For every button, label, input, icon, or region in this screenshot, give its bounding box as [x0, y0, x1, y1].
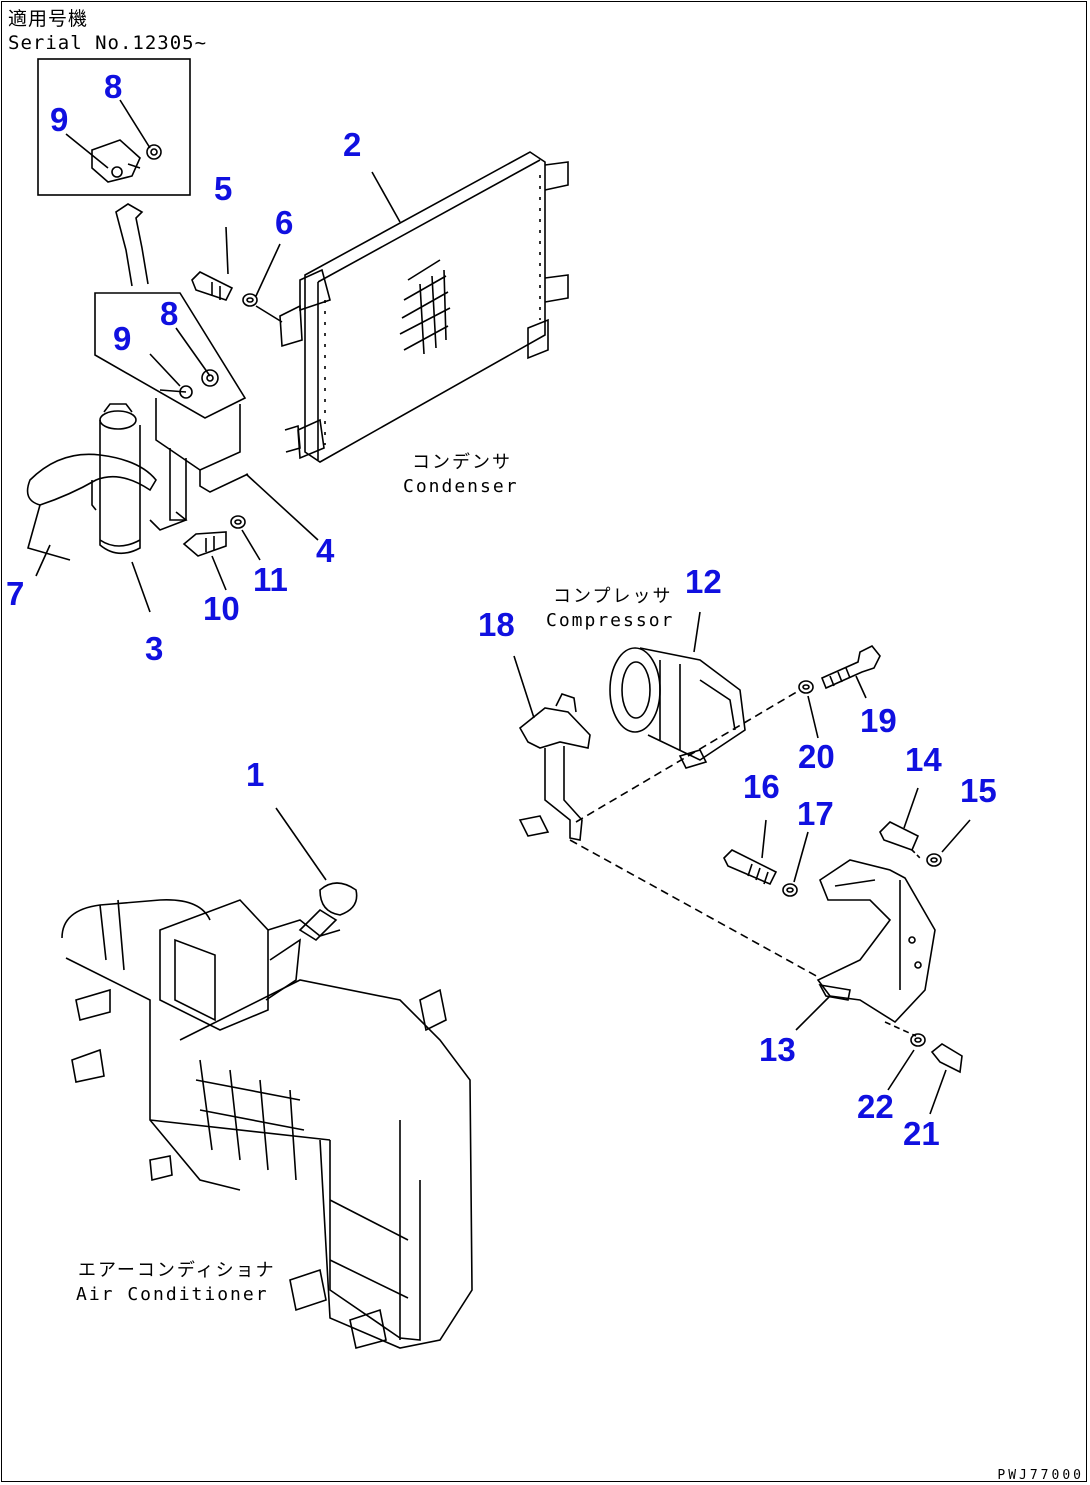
- compressor-bracket-18: [518, 693, 591, 841]
- callout-14: 14: [905, 741, 942, 778]
- bolt-10: [182, 531, 227, 557]
- drawing-code: PWJ77000: [997, 1468, 1084, 1483]
- aircon-caption-en: Air Conditioner: [76, 1284, 269, 1305]
- callout-20: 20: [798, 738, 835, 775]
- bolt-19: [820, 644, 881, 690]
- compressor-caption-jp: コンプレッサ: [553, 586, 673, 607]
- callout-2: 2: [343, 126, 362, 163]
- condenser-unit: [279, 151, 569, 463]
- callout-18: 18: [478, 606, 515, 643]
- bolt-21: [930, 1043, 963, 1074]
- washer-17: [782, 883, 798, 897]
- callout-12: 12: [685, 563, 722, 600]
- applicable-label-jp: 適用号機: [8, 8, 89, 30]
- callout-9: 9: [113, 320, 132, 357]
- compressor-unit: [609, 647, 746, 769]
- bolt-16: [723, 849, 778, 886]
- aircon-caption-jp: エアーコンディショナ: [78, 1260, 276, 1281]
- callout-17: 17: [797, 795, 834, 832]
- detail-arrow: [115, 203, 149, 287]
- callout-16: 16: [743, 768, 780, 805]
- callout-3: 3: [145, 630, 164, 667]
- air-conditioner-unit: [61, 882, 473, 1349]
- washer-22: [910, 1033, 926, 1047]
- callout-9-inset: 9: [50, 101, 69, 138]
- callout-7: 7: [6, 575, 25, 612]
- callout-6: 6: [275, 204, 294, 241]
- leader-lines: [35, 99, 971, 1115]
- condenser-caption-jp: コンデンサ: [412, 452, 512, 473]
- callout-4: 4: [316, 532, 335, 569]
- condenser-caption-en: Condenser: [403, 476, 519, 497]
- band-strap: [26, 453, 157, 561]
- callout-21: 21: [903, 1115, 940, 1152]
- inset-detail: [37, 58, 191, 196]
- callout-8: 8: [160, 295, 179, 332]
- bolt-5: [191, 271, 234, 301]
- callout-13: 13: [759, 1031, 796, 1068]
- mounting-bracket-13: [816, 859, 936, 1024]
- compressor-caption-en: Compressor: [546, 610, 675, 631]
- washer-20: [798, 680, 814, 694]
- washer-15: [926, 853, 942, 867]
- callout-11: 11: [253, 561, 288, 598]
- assembly-lines: [569, 689, 921, 1037]
- washer-11: [230, 515, 246, 529]
- bolt-14: [879, 821, 920, 852]
- callout-8-inset: 8: [104, 68, 123, 105]
- callout-15: 15: [960, 772, 997, 809]
- serial-number: Serial No.12305~: [8, 32, 208, 54]
- callout-1: 1: [246, 756, 265, 793]
- callout-22: 22: [857, 1088, 894, 1125]
- washer-6: [242, 293, 283, 323]
- callout-5: 5: [214, 170, 233, 207]
- callout-10: 10: [203, 590, 240, 627]
- receiver-drier: [99, 403, 141, 555]
- callout-19: 19: [860, 702, 897, 739]
